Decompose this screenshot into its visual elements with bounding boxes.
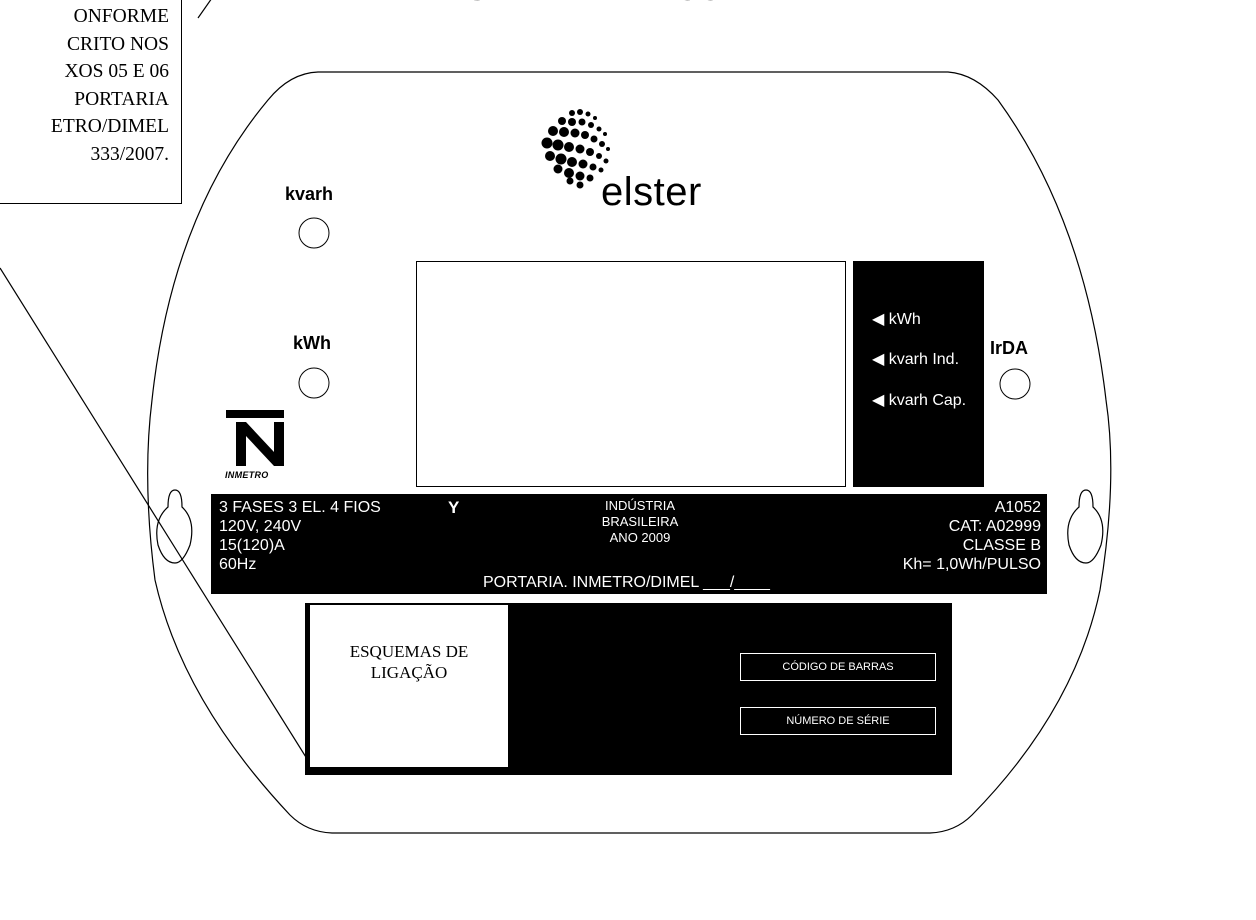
note-line: ONFORME	[73, 6, 169, 27]
wye-connection-icon: Y	[448, 498, 460, 517]
note-line: 333/2007.	[90, 143, 169, 165]
plate-origin-line: BRASILEIRA	[601, 514, 679, 529]
plate-spec-line: 60Hz	[219, 556, 257, 573]
kvarh-led	[298, 217, 330, 249]
right-mounting-keyhole	[1067, 489, 1104, 564]
plate-origin-line: INDÚSTRIA	[604, 498, 676, 513]
kwh-led	[298, 367, 330, 399]
inmetro-logo-icon	[226, 410, 284, 466]
wiring-diagram-line: LIGAÇÃO	[370, 663, 448, 682]
kvarh-led-label: kvarh	[285, 184, 334, 204]
plate-model-line: A1052	[994, 499, 1041, 516]
plate-model-line: CAT: A02999	[948, 518, 1041, 535]
plate-model-line: CLASSE B	[962, 537, 1041, 554]
wiring-diagram-box	[310, 605, 508, 767]
plate-portaria: PORTARIA. INMETRO/DIMEL ___/____	[483, 574, 770, 591]
plate-origin: INDÚSTRIA BRASILEIRA ANO 2009	[540, 498, 740, 546]
plate-spec-line: 3 FASES 3 EL. 4 FIOS	[219, 499, 381, 516]
left-mounting-keyhole	[156, 489, 193, 564]
inmetro-logo-text: INMETRO	[225, 470, 269, 480]
display-window	[416, 261, 846, 487]
plate-specs: 3 FASES 3 EL. 4 FIOS 120V, 240V 15(120)A…	[219, 498, 381, 574]
barcode-field: CÓDIGO DE BARRAS	[740, 653, 936, 681]
note-line: ETRO/DIMEL	[50, 116, 169, 137]
indicator-kvarh-cap: ◀ kvarh Cap.	[872, 392, 967, 409]
wiring-diagram-label: ESQUEMAS DE LIGAÇÃO	[310, 641, 508, 683]
brand-name: elster	[601, 170, 702, 214]
page-title: 3 ELEMENTOS	[470, 0, 770, 14]
indicator-kvarh-ind: ◀ kvarh Ind.	[872, 351, 960, 368]
note-box: ONFORME CRITO NOS XOS 05 E 06 PORTARIA E…	[0, 0, 182, 204]
plate-model-line: Kh= 1,0Wh/PULSO	[902, 556, 1041, 573]
note-line: XOS 05 E 06	[64, 61, 169, 82]
indicator-panel	[853, 261, 984, 487]
title-leader-line	[197, 0, 212, 19]
note-line: PORTARIA	[74, 88, 169, 110]
note-text: ONFORME CRITO NOS XOS 05 E 06 PORTARIA E…	[51, 3, 169, 168]
plate-origin-line: ANO 2009	[609, 530, 671, 545]
serial-number-field: NÚMERO DE SÉRIE	[740, 707, 936, 735]
nameplate	[211, 494, 1047, 594]
irda-label: IrDA	[990, 338, 1029, 358]
irda-port	[999, 368, 1031, 400]
note-line: CRITO NOS	[66, 33, 169, 55]
elster-logo-icon	[541, 109, 610, 189]
plate-spec-line: 120V, 240V	[219, 518, 302, 535]
wiring-diagram-line: ESQUEMAS DE	[349, 642, 469, 661]
plate-model: A1052 CAT: A02999 CLASSE B Kh= 1,0Wh/PUL…	[903, 498, 1041, 574]
plate-spec-line: 15(120)A	[219, 537, 285, 554]
kwh-led-label: kWh	[293, 333, 331, 353]
indicator-kwh: ◀ kWh	[872, 311, 921, 328]
